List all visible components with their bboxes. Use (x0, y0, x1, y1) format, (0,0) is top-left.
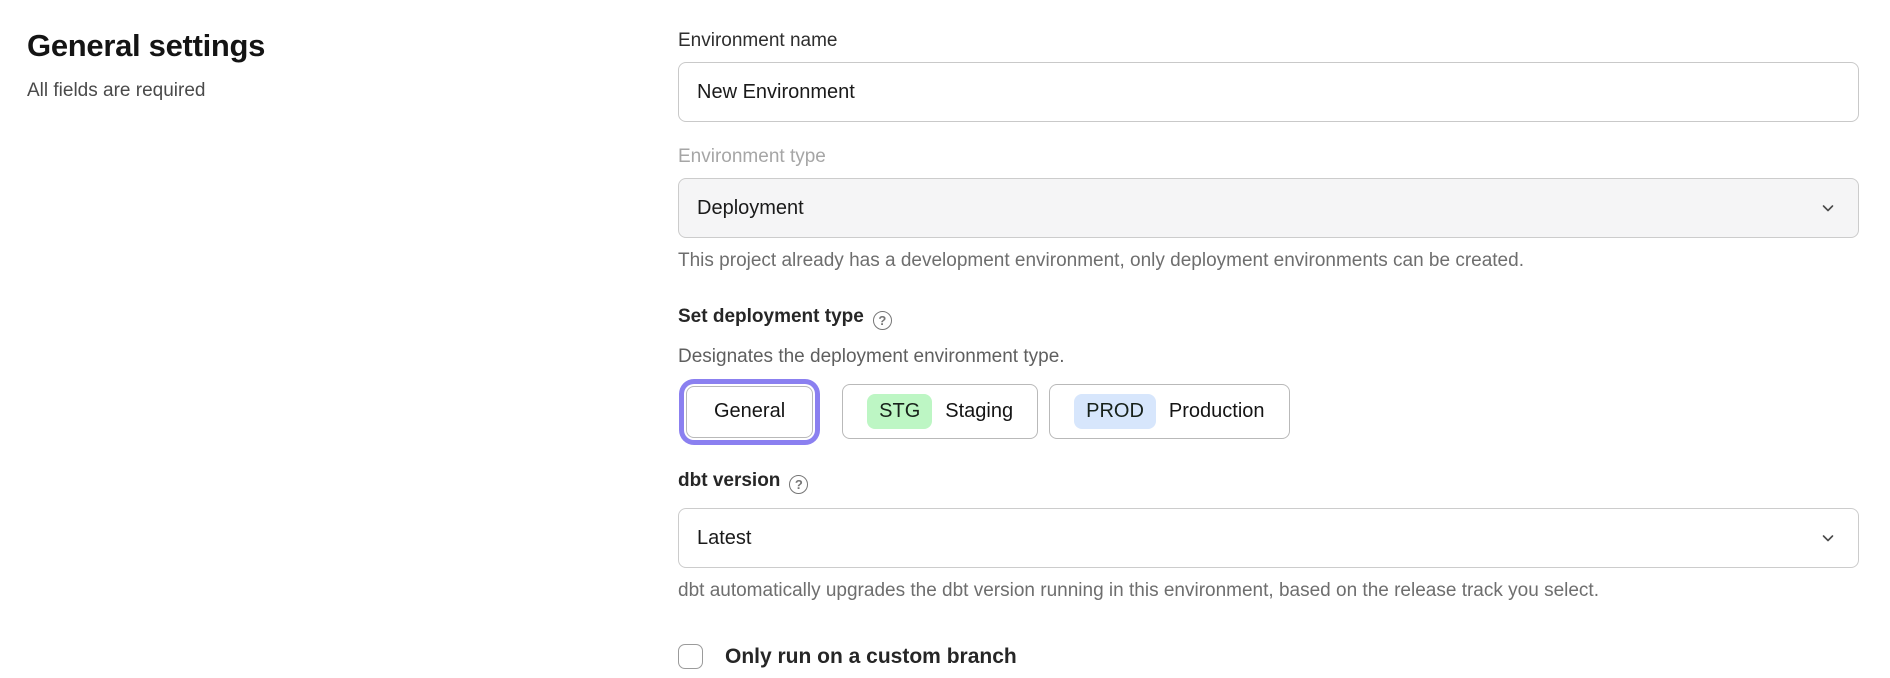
deployment-type-label: Set deployment type (678, 306, 864, 327)
environment-name-input[interactable] (678, 62, 1859, 122)
environment-settings-form: Environment name Environment type Deploy… (678, 30, 1859, 669)
deployment-type-option-general[interactable]: General (686, 385, 814, 438)
help-icon[interactable]: ? (872, 311, 892, 330)
environment-name-label: Environment name (678, 30, 838, 51)
production-badge: PROD (1074, 394, 1156, 429)
staging-badge: STG (867, 394, 933, 429)
deployment-type-option-label: Production (1168, 400, 1265, 422)
deployment-type-options: General STG Staging PROD Production (678, 384, 1859, 439)
environment-type-value: Deployment (697, 196, 804, 219)
deployment-type-option-staging[interactable]: STG Staging (842, 384, 1039, 439)
environment-name-group: Environment name (678, 30, 1859, 122)
dbt-version-select[interactable]: Latest (678, 508, 1859, 568)
environment-type-helper: This project already has a development e… (678, 250, 1524, 271)
deployment-type-option-label: General (714, 400, 786, 422)
environment-type-label: Environment type (678, 146, 826, 167)
custom-branch-checkbox[interactable] (678, 644, 703, 669)
deployment-type-group: Set deployment type? Designates the depl… (678, 306, 1859, 439)
dbt-version-helper: dbt automatically upgrades the dbt versi… (678, 580, 1599, 601)
help-icon[interactable]: ? (789, 475, 809, 494)
deployment-type-option-production[interactable]: PROD Production (1049, 384, 1290, 439)
settings-header: General settings All fields are required (27, 28, 587, 102)
chevron-down-icon (1820, 200, 1836, 216)
environment-type-group: Environment type Deployment This project… (678, 146, 1859, 272)
environment-type-select: Deployment (678, 178, 1859, 238)
chevron-down-icon (1820, 530, 1836, 546)
deployment-type-option-label: Staging (945, 400, 1014, 422)
custom-branch-group: Only run on a custom branch (678, 644, 1859, 669)
custom-branch-label[interactable]: Only run on a custom branch (725, 644, 1017, 668)
page-title: General settings (27, 28, 266, 63)
deployment-type-helper: Designates the deployment environment ty… (678, 346, 1065, 367)
dbt-version-group: dbt version? Latest dbt automatically up… (678, 470, 1859, 602)
dbt-version-label: dbt version (678, 470, 781, 491)
page-subtitle: All fields are required (27, 80, 206, 101)
dbt-version-value: Latest (697, 526, 752, 549)
